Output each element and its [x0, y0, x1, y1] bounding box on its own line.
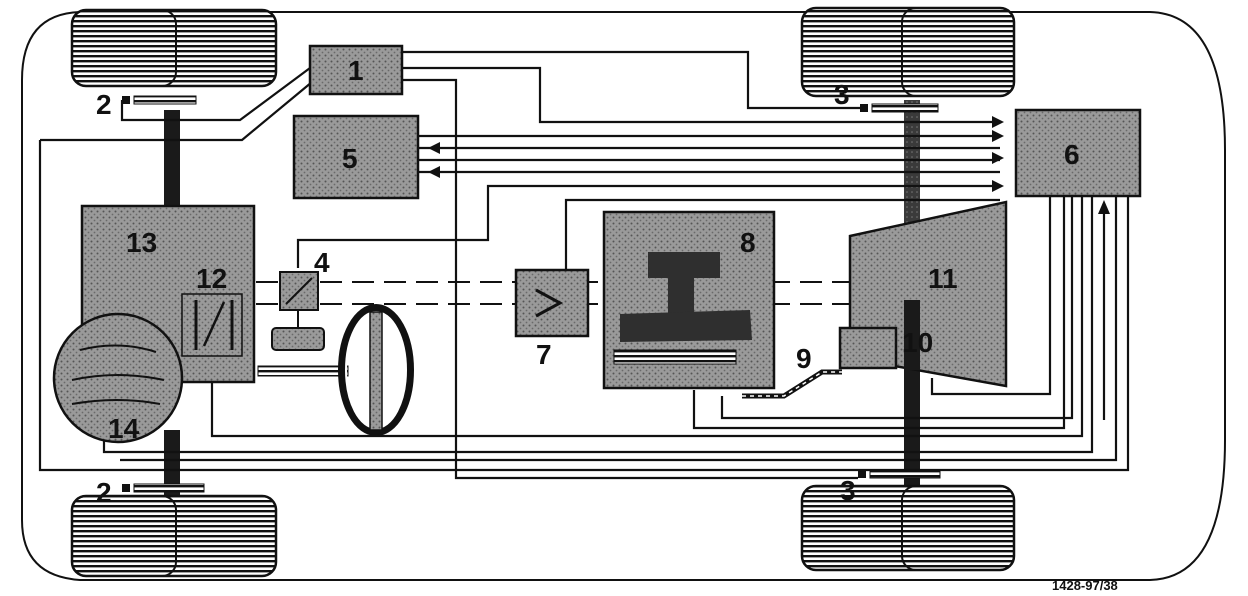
- steering-wheel: [257, 304, 414, 436]
- front-axle-lower: [164, 430, 180, 500]
- label-8: 8: [740, 227, 756, 258]
- label-14: 14: [108, 413, 140, 444]
- label-3-front-right: 3: [834, 79, 850, 110]
- label-5: 5: [342, 143, 358, 174]
- label-1: 1: [348, 55, 364, 86]
- label-11: 11: [928, 263, 958, 294]
- component-6-control-unit: [1014, 108, 1142, 198]
- component-10-box: [838, 326, 898, 370]
- label-9: 9: [796, 343, 812, 374]
- wiring-harness: [38, 50, 1130, 480]
- wheel-front-left: [70, 8, 278, 88]
- wheel-speed-sensor-front-left: [122, 95, 197, 105]
- figure-reference: 1428-97/38: [1052, 578, 1118, 593]
- label-10: 10: [902, 327, 933, 358]
- label-2-front-left: 2: [96, 89, 112, 120]
- component-8-unit: [602, 210, 776, 390]
- label-2-rear-left: 2: [96, 477, 112, 508]
- component-4-sensor: [271, 271, 325, 351]
- wheel-speed-sensor-rear-right: [858, 469, 941, 479]
- wheel-rear-left: [70, 494, 278, 578]
- label-4: 4: [314, 247, 330, 278]
- wheel-front-right: [800, 6, 1016, 98]
- label-12: 12: [196, 263, 227, 294]
- component-1-box: [308, 44, 404, 96]
- wheel-speed-sensor-front-right: [860, 103, 939, 113]
- component-9-cable: [742, 369, 842, 399]
- front-axle: [164, 110, 180, 210]
- label-3-rear-right: 3: [840, 475, 856, 506]
- wheel-speed-sensor-rear-left: [122, 483, 205, 493]
- component-5-box: [292, 114, 420, 200]
- label-6: 6: [1064, 139, 1080, 170]
- wheel-rear-right: [800, 484, 1016, 572]
- label-7: 7: [536, 339, 552, 370]
- component-12-throttle: [181, 293, 243, 357]
- signal-arrows: [428, 116, 1004, 192]
- component-14-circular-unit: [52, 312, 184, 444]
- label-13: 13: [126, 227, 157, 258]
- rear-axle-center: [904, 300, 920, 370]
- vehicle-body-outline: [21, 11, 1226, 581]
- component-7-box: [514, 268, 590, 338]
